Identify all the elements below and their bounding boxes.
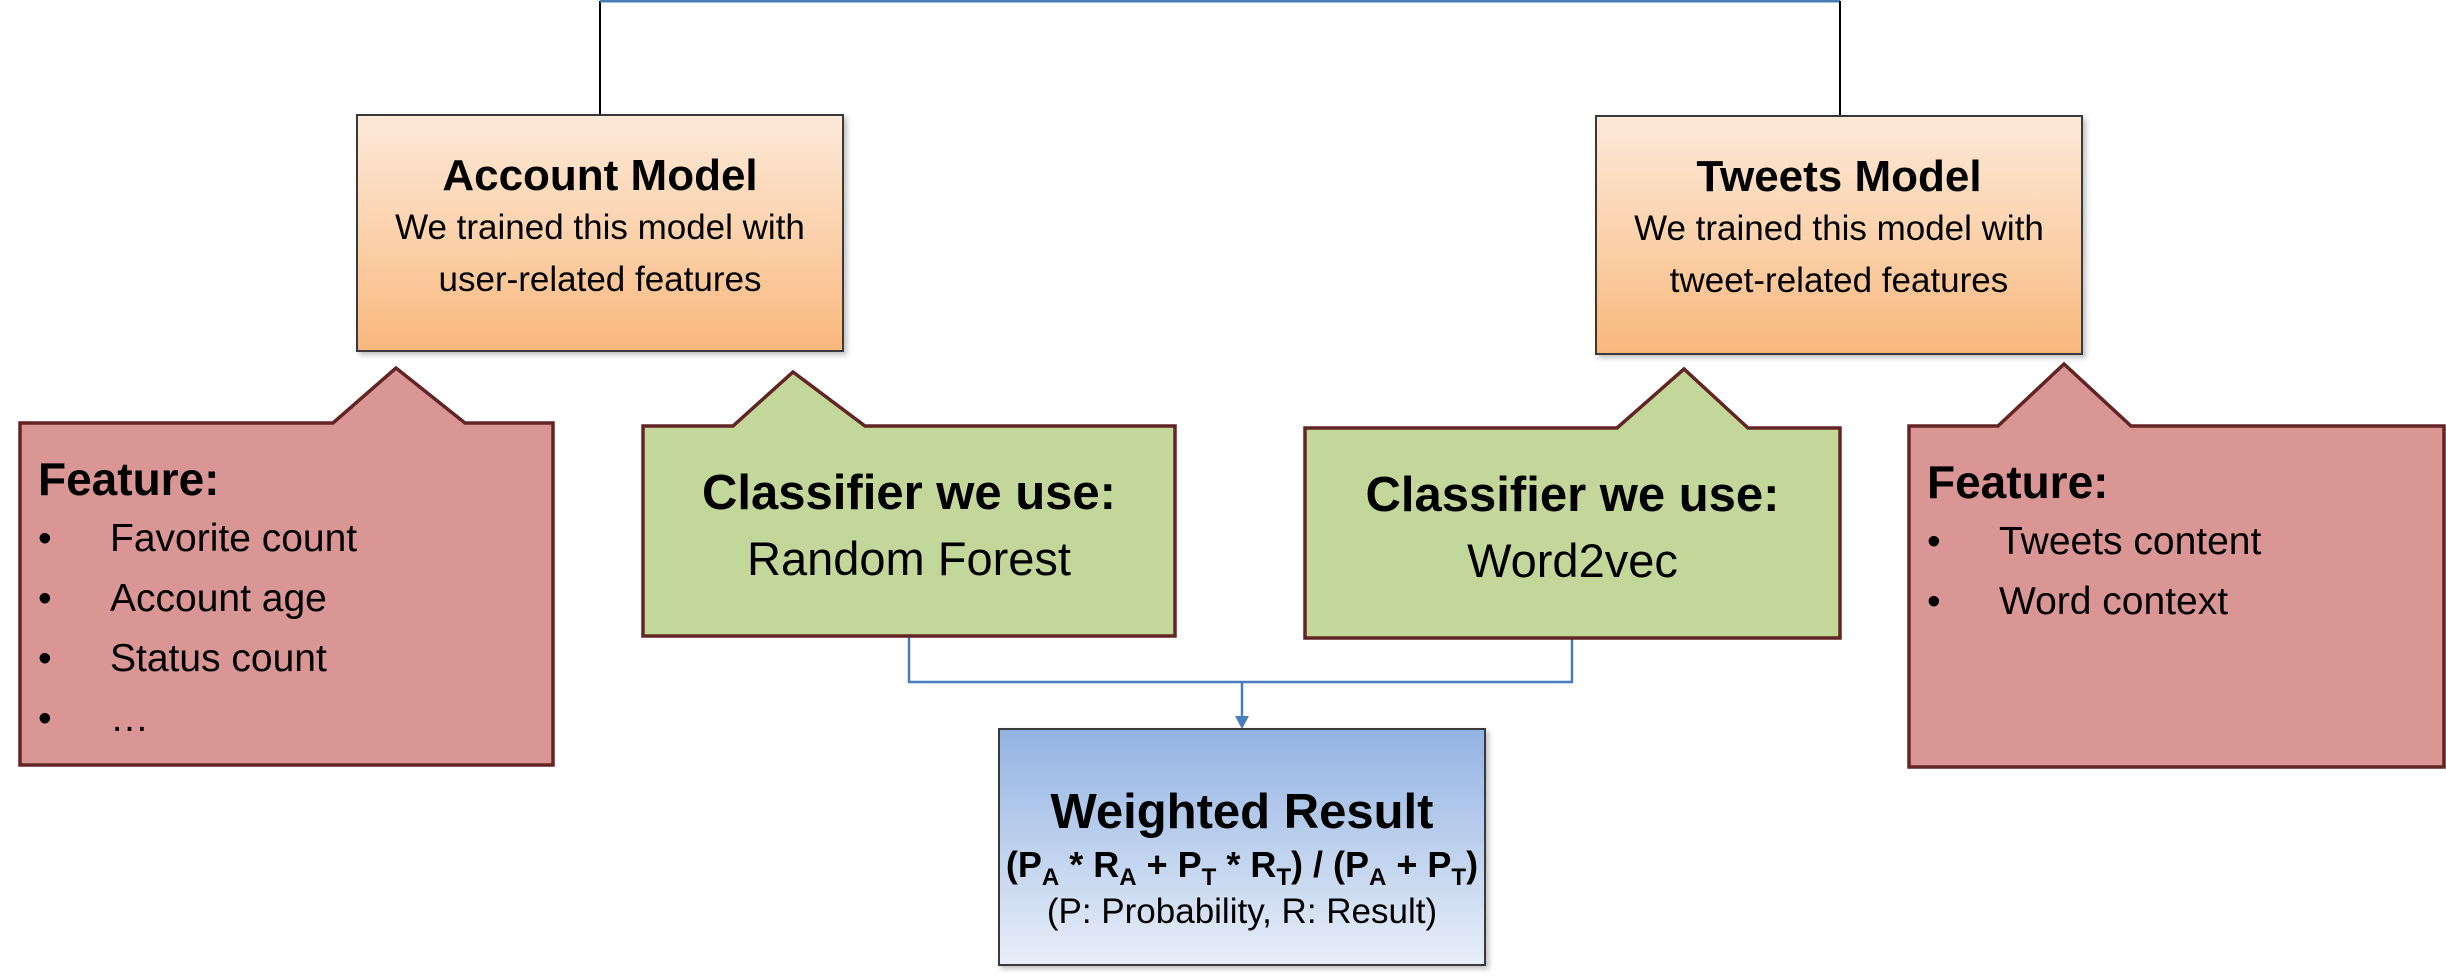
- tweets-features-title: Feature:: [1927, 456, 2109, 508]
- weighted-result-title: Weighted Result: [1050, 785, 1434, 839]
- formula-r: R: [1250, 844, 1277, 885]
- random-forest-callout-title: Classifier we use:: [702, 466, 1116, 520]
- formula-p: P: [1177, 844, 1202, 885]
- tweets-model-title: Tweets Model: [1696, 152, 1982, 201]
- formula-plus: +: [1386, 844, 1428, 885]
- list-item: • Status count: [20, 629, 553, 689]
- account-features-title: Feature:: [38, 453, 220, 505]
- list-item: • Account age: [20, 569, 553, 629]
- arrowhead-to-result: [1235, 716, 1249, 729]
- feature-text: Account age: [110, 577, 327, 620]
- feature-text: …: [110, 697, 149, 740]
- account-features-list: • Favorite count • Account age • Status cou…: [20, 509, 553, 749]
- formula-plus: +: [1136, 844, 1178, 885]
- feature-text: Tweets content: [1999, 520, 2262, 563]
- formula-p: P: [1017, 844, 1042, 885]
- word2vec-callout-shape: [1303, 366, 1842, 640]
- bullet-icon: •: [38, 577, 52, 620]
- formula-open-paren: (: [1005, 844, 1018, 885]
- formula-sub-a: A: [1369, 864, 1387, 892]
- list-item: • Tweets content: [1909, 512, 2444, 572]
- random-forest-label: Random Forest: [747, 532, 1071, 585]
- account-features-callout-shape: [18, 365, 555, 767]
- tweets-features-list: • Tweets content • Word context: [1909, 512, 2444, 632]
- account-model-desc-line1: We trained this model with: [395, 208, 805, 247]
- formula-sub-t: T: [1451, 864, 1467, 892]
- bullet-icon: •: [1927, 580, 1941, 623]
- formula-r: R: [1093, 844, 1120, 885]
- list-item: •…: [20, 689, 553, 749]
- tweets-features-callout-shape: [1907, 361, 2446, 769]
- tweets-features-callout: Feature: • Tweets content • Word context: [1909, 426, 2444, 767]
- account-model-box: Account Model We trained this model with…: [356, 114, 844, 352]
- formula-p: P: [1427, 844, 1452, 885]
- bullet-icon: •: [1927, 520, 1941, 563]
- formula-times: *: [1059, 844, 1094, 885]
- feature-text: Word context: [1999, 580, 2229, 623]
- weighted-result-formula: (PA * RA + PT * RT) / (PA + PT): [1000, 840, 1484, 890]
- formula-sub-t: T: [1276, 864, 1292, 892]
- account-model-desc-line2: user-related features: [438, 260, 762, 299]
- weighted-result-box: Weighted Result (PA * RA + PT * RT) / (P…: [998, 728, 1486, 966]
- tweets-model-desc-line1: We trained this model with: [1634, 209, 2044, 248]
- random-forest-callout-shape: [641, 369, 1177, 638]
- word2vec-callout-title: Classifier we use:: [1365, 468, 1780, 522]
- bullet-icon: •: [38, 637, 52, 680]
- formula-sub-a: A: [1041, 864, 1060, 892]
- random-forest-callout: Classifier we use: Random Forest: [643, 426, 1175, 636]
- word2vec-label: Word2vec: [1467, 534, 1678, 587]
- list-item: • Favorite count: [20, 509, 553, 569]
- formula-sub-a: A: [1119, 864, 1137, 892]
- tweets-model-desc-line2: tweet-related features: [1669, 261, 2009, 300]
- connector-word2vec-to-result: [1242, 638, 1574, 684]
- bullet-icon: •: [38, 697, 52, 740]
- list-item: • Word context: [1909, 572, 2444, 632]
- bullet-icon: •: [38, 517, 52, 560]
- connector-random-forest-to-result: [907, 636, 1242, 684]
- formula-close-paren: ): [1466, 844, 1479, 885]
- account-model-title: Account Model: [442, 151, 758, 200]
- formula-divide: ) / (: [1291, 844, 1346, 885]
- weighted-result-legend: (P: Probability, R: Result): [1046, 892, 1438, 931]
- feature-text: Favorite count: [110, 517, 358, 560]
- formula-sub-t: T: [1201, 864, 1217, 892]
- word2vec-callout: Classifier we use: Word2vec: [1305, 428, 1840, 638]
- feature-text: Status count: [110, 637, 327, 680]
- formula-times: *: [1216, 844, 1251, 885]
- account-features-callout: Feature: • Favorite count • Account age • S…: [20, 423, 553, 765]
- formula-p: P: [1345, 844, 1370, 885]
- tweets-model-box: Tweets Model We trained this model with …: [1595, 115, 2083, 355]
